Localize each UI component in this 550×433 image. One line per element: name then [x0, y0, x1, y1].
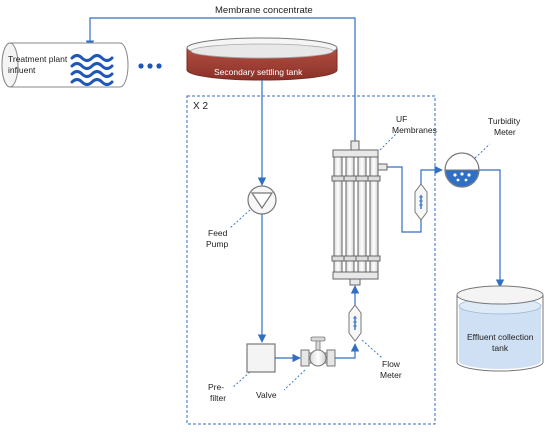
system-boundary: [186, 95, 436, 425]
flow-meter-icon: [348, 304, 362, 342]
influent-label-line2: influent: [8, 65, 36, 75]
prefilter-icon: [246, 343, 276, 373]
ellipsis-dots: [138, 63, 162, 69]
permeate-to-turbidity-line: [420, 165, 443, 184]
repeat-marker-label: X 2: [193, 101, 208, 112]
turbidity-meter-callout: [474, 143, 491, 159]
valve-label: Valve: [256, 390, 277, 400]
influent-label-line1: Treatment plant: [8, 54, 68, 64]
feed-pump-label-line2: Pump: [206, 239, 228, 249]
feed-pump-label-line1: Feed: [208, 228, 228, 238]
settling-tank-label: Secondary settling tank: [214, 67, 303, 77]
effluent-collection-tank: [456, 285, 544, 372]
uf-membrane-module: [331, 140, 388, 286]
permeate-flow-meter-icon: [414, 183, 428, 221]
secondary-settling-tank: [186, 37, 338, 81]
water-waves-icon: [70, 54, 114, 86]
feed-pump-icon: [247, 185, 277, 215]
effluent-tank-label-line2: tank: [492, 343, 509, 353]
effluent-tank-label-line1: Effluent collection: [467, 332, 534, 342]
valve-to-flowmeter-line: [335, 343, 360, 359]
turbidity-to-effluent-line: [479, 169, 505, 288]
permeate-line-to-flowmeter: [387, 166, 422, 233]
turbidity-meter-label-line1: Turbidity: [488, 116, 521, 126]
prefilter-label-line1: Pre-: [208, 382, 224, 392]
prefilter-label-line2: filter: [210, 393, 226, 403]
uf-membranes-label-line2: Membranes: [392, 125, 437, 135]
valve-icon: [300, 336, 336, 367]
uf-membranes-callout: [379, 131, 399, 151]
valve-callout: [283, 369, 306, 391]
turbidity-meter-icon: [444, 152, 480, 188]
membrane-concentrate-label: Membrane concentrate: [215, 5, 313, 16]
flow-meter-label-line2: Meter: [380, 370, 402, 380]
membrane-concentrate-line: [85, 17, 356, 152]
flow-meter-label-line1: Flow: [382, 359, 401, 369]
feed-pump-callout: [229, 209, 251, 229]
turbidity-meter-label-line2: Meter: [494, 127, 516, 137]
prefilter-callout: [231, 371, 251, 389]
uf-membranes-label-line1: UF: [396, 114, 407, 124]
flow-meter-callout: [361, 339, 383, 359]
